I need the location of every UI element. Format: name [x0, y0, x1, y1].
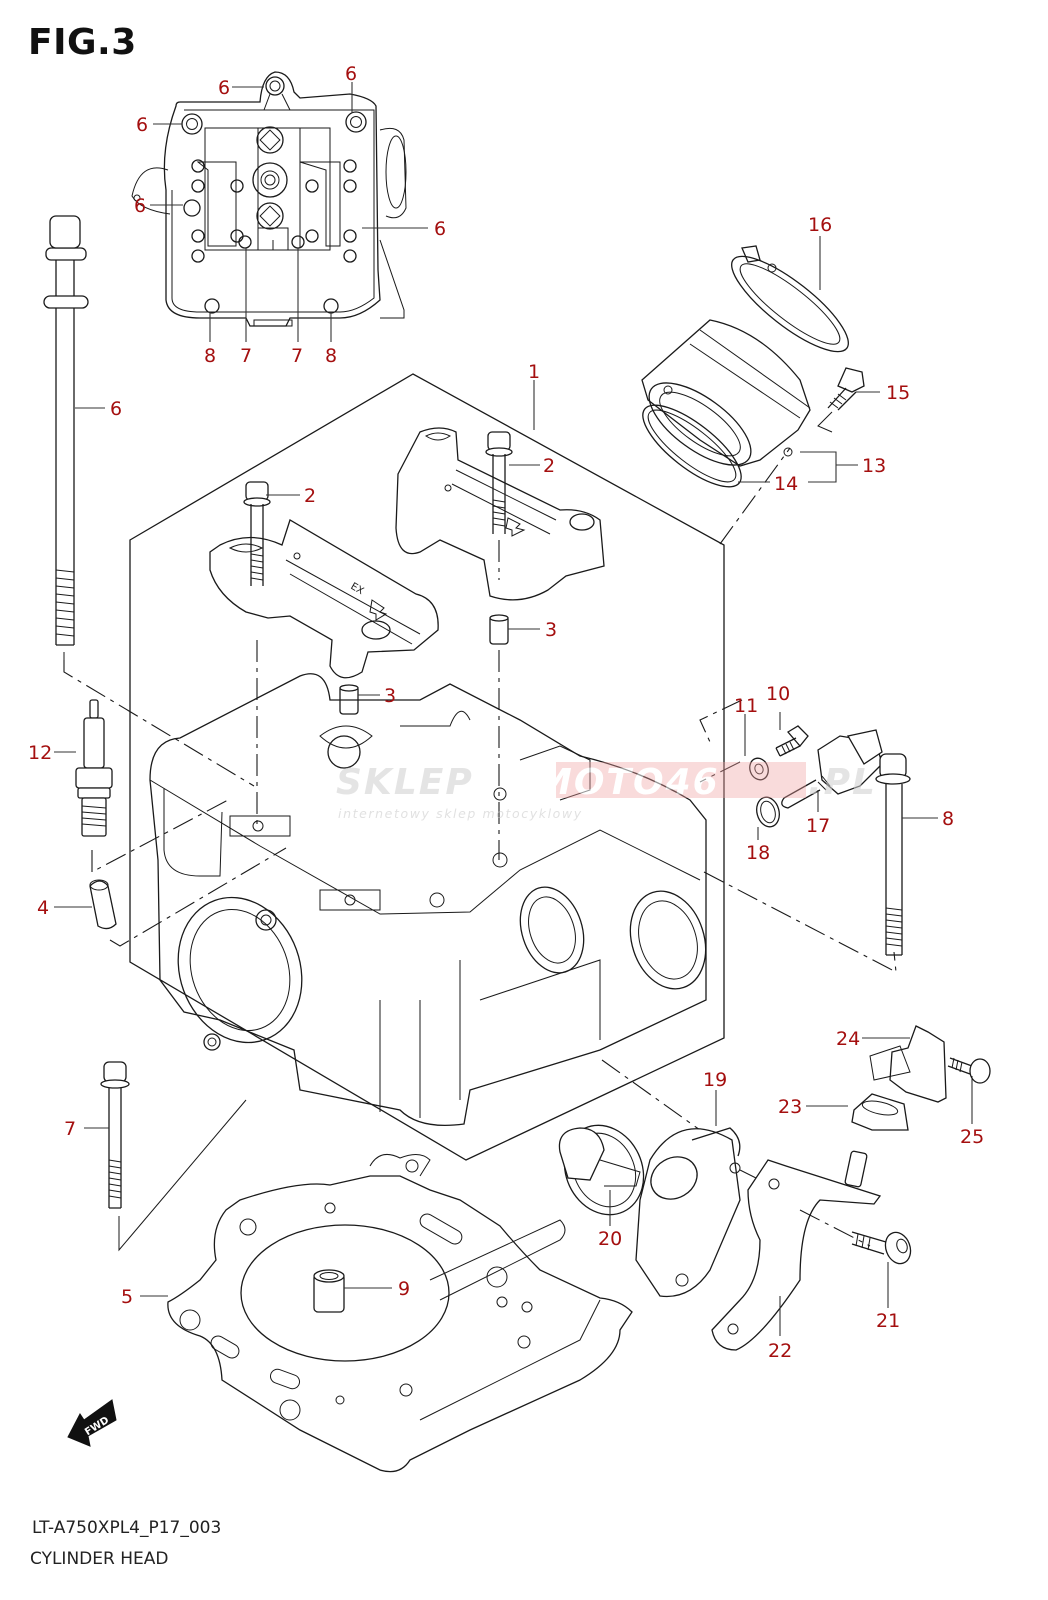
callout-7: 7: [240, 345, 252, 367]
thermostat-20: [558, 1124, 645, 1216]
callout-6: 6: [136, 114, 148, 136]
dowel-9: [313, 1269, 345, 1313]
bolt-10: [775, 725, 809, 757]
bolt-7-lower: [100, 1061, 247, 1252]
callout-14: 14: [774, 473, 798, 495]
callout-2: 2: [304, 485, 316, 507]
callout-6: 6: [110, 398, 122, 420]
callout-15: 15: [886, 382, 910, 404]
callout-8: 8: [204, 345, 216, 367]
cylinder-head-top-view: [131, 71, 407, 327]
callout-25: 25: [960, 1126, 984, 1148]
callout-11: 11: [734, 695, 758, 717]
bolt-25: [947, 1057, 991, 1100]
callout-2: 2: [543, 455, 555, 477]
gasket-18: [756, 796, 780, 828]
callout-10: 10: [766, 683, 790, 705]
watermark-subtitle: internetowy sklep motocyklowy: [338, 806, 583, 821]
callout-5: 5: [121, 1286, 133, 1308]
callout-6: 6: [345, 63, 357, 85]
thermostat-cover-19: [635, 1127, 761, 1298]
callout-22: 22: [768, 1340, 792, 1362]
cushion-23: [851, 1093, 909, 1131]
callout-8: 8: [325, 345, 337, 367]
callout-3: 3: [545, 619, 557, 641]
callout-leaders: [54, 82, 973, 1336]
bolt-8-right: [875, 753, 911, 956]
bolt-6-long: [43, 215, 89, 668]
bracket-22: [711, 1150, 882, 1351]
callout-6: 6: [134, 195, 146, 217]
washer-11: [749, 757, 769, 781]
intake-pipe-13: [641, 319, 811, 467]
cylinder-head-assembly-frame: [129, 373, 725, 1161]
forward-arrow-icon: FWD: [67, 1399, 117, 1447]
temperature-sensor-17: [781, 729, 883, 809]
bolt-15: [817, 367, 865, 433]
callout-7: 7: [64, 1118, 76, 1140]
callout-6: 6: [218, 77, 230, 99]
callout-8: 8: [942, 808, 954, 830]
section-name: CYLINDER HEAD: [30, 1549, 169, 1569]
callout-17: 17: [806, 815, 830, 837]
camshaft-holder-left: EX: [209, 519, 439, 679]
callout-labels: 6 6 6 6 6 8 7 7 8 6 1 2 2 3 3 4 5 7 8 9 …: [28, 63, 984, 1362]
callout-3: 3: [384, 685, 396, 707]
intake-clamp-16: [731, 245, 849, 353]
callout-16: 16: [808, 214, 832, 236]
callout-9: 9: [398, 1278, 410, 1300]
holder-24: [869, 1025, 947, 1103]
cylinder-head-body: [63, 447, 897, 1131]
spark-plug-12: [75, 699, 113, 837]
watermark-part1: SKLEP: [336, 762, 474, 803]
callout-7: 7: [291, 345, 303, 367]
model-code: LT-A750XPL4_P17_003: [32, 1518, 222, 1538]
callout-12: 12: [28, 742, 52, 764]
dowel-4: [89, 879, 117, 930]
dowel-3-right: [489, 614, 509, 645]
watermark: SKLEP MOTO46 .PL internetowy sklep motoc…: [336, 762, 877, 821]
callout-24: 24: [836, 1028, 860, 1050]
camshaft-holder-right: [395, 427, 605, 601]
bolt-21: [851, 1231, 912, 1265]
callout-1: 1: [528, 361, 540, 383]
figure-title: FIG.3: [28, 22, 137, 63]
callout-21: 21: [876, 1310, 900, 1332]
cylinder-head-gasket-5: [167, 1153, 633, 1473]
watermark-part2: MOTO46: [536, 762, 720, 803]
bolt-2-right: [485, 431, 513, 860]
o-ring-14: [642, 404, 742, 488]
watermark-part3: .PL: [808, 762, 877, 803]
callout-13: 13: [862, 455, 886, 477]
callout-6: 6: [434, 218, 446, 240]
bolt-2-left: [243, 481, 271, 830]
callout-18: 18: [746, 842, 770, 864]
callout-19: 19: [703, 1069, 727, 1091]
callout-20: 20: [598, 1228, 622, 1250]
callout-4: 4: [37, 897, 49, 919]
callout-23: 23: [778, 1096, 802, 1118]
